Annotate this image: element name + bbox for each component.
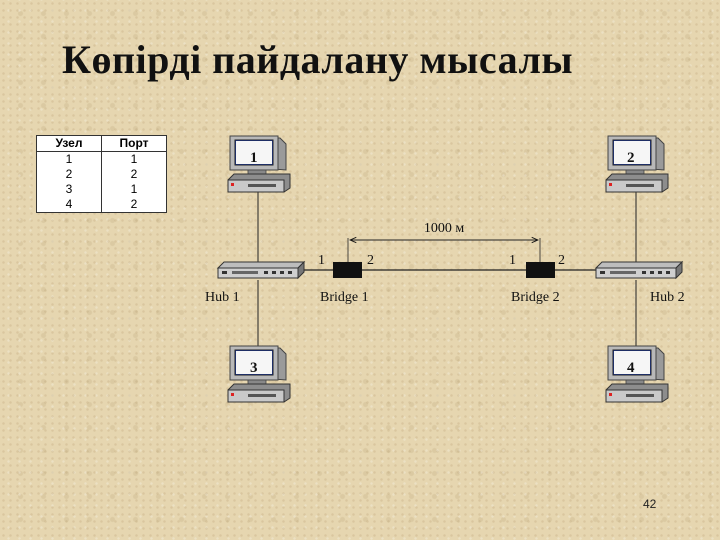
column-header-port: Порт [101, 135, 167, 152]
bridge-2-port-right: 2 [558, 253, 565, 268]
computer-1-label: 1 [250, 150, 258, 166]
distance-label: 1000 м [424, 221, 465, 236]
hub-2-icon [595, 261, 683, 279]
table-cell: 2 [101, 197, 167, 213]
table-cell: 1 [101, 151, 167, 167]
bridge-2-label: Bridge 2 [511, 290, 560, 305]
table-row: 2 2 [36, 167, 167, 182]
computer-1-icon [227, 135, 291, 193]
routing-table: Узел Порт 1 1 2 2 3 1 4 2 [36, 135, 167, 213]
bridge-2-icon [526, 262, 555, 278]
hub-2-label: Hub 2 [650, 290, 685, 305]
table-row: 4 2 [36, 197, 167, 213]
table-cell: 1 [101, 182, 167, 197]
computer-2-label: 2 [627, 150, 635, 166]
computer-2-icon [605, 135, 669, 193]
hub-1-label: Hub 1 [205, 290, 240, 305]
column-header-node: Узел [36, 135, 102, 152]
table-header-row: Узел Порт [36, 135, 167, 152]
computer-3-label: 3 [250, 360, 258, 376]
table-cell: 2 [101, 167, 167, 182]
bridge-1-label: Bridge 1 [320, 290, 369, 305]
slide-title: Көпірді пайдалану мысалы [62, 37, 574, 82]
computer-3-icon [227, 345, 291, 403]
table-row: 3 1 [36, 182, 167, 197]
page-number: 42 [643, 497, 657, 511]
bridge-1-port-right: 2 [367, 253, 374, 268]
bridge-1-port-left: 1 [318, 253, 325, 268]
hub-1-icon [217, 261, 305, 279]
bridge-2-port-left: 1 [509, 253, 516, 268]
bridge-1-icon [333, 262, 362, 278]
computer-4-label: 4 [627, 360, 635, 376]
computer-4-icon [605, 345, 669, 403]
table-row: 1 1 [36, 151, 167, 167]
